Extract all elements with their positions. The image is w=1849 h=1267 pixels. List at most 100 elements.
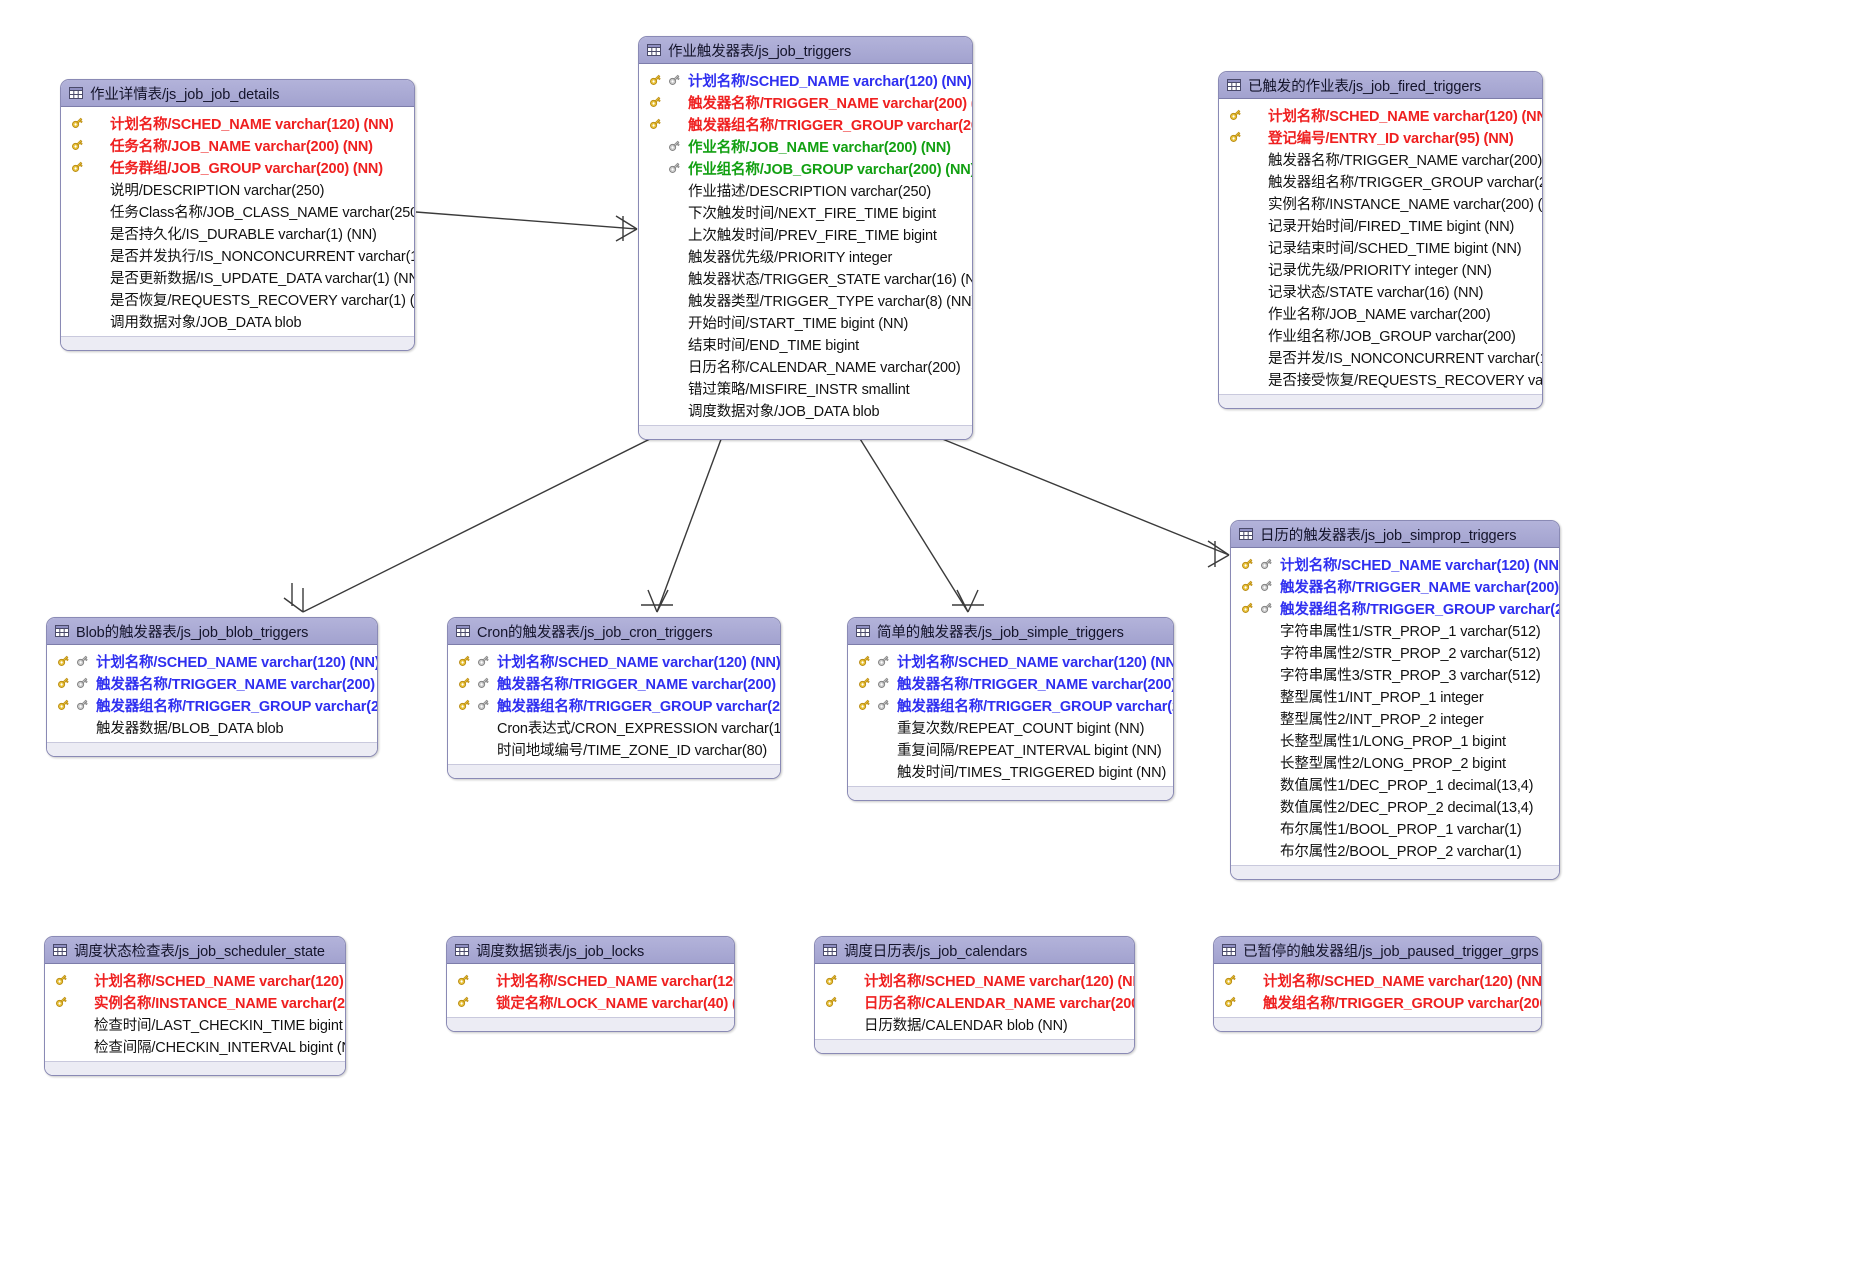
entity-header-blob_triggers[interactable]: Blob的触发器表/js_job_blob_triggers: [47, 618, 377, 645]
entity-header-cron_triggers[interactable]: Cron的触发器表/js_job_cron_triggers: [448, 618, 780, 645]
entity-js_job_calendars[interactable]: 调度日历表/js_job_calendars 计划名称/SCHED_NAME va…: [814, 936, 1135, 1054]
field-row[interactable]: 触发器名称/TRIGGER_NAME varchar(200) (NN): [47, 672, 377, 694]
field-row[interactable]: 计划名称/SCHED_NAME varchar(120) (NN): [1214, 969, 1541, 991]
field-row[interactable]: 计划名称/SCHED_NAME varchar(120) (NN): [639, 69, 972, 91]
field-row[interactable]: 是否接受恢复/REQUESTS_RECOVERY varchar(1): [1219, 368, 1542, 390]
field-row[interactable]: 作业组名称/JOB_GROUP varchar(200): [1219, 324, 1542, 346]
field-row[interactable]: 记录优先级/PRIORITY integer (NN): [1219, 258, 1542, 280]
field-row[interactable]: 触发器优先级/PRIORITY integer: [639, 245, 972, 267]
entity-header-locks[interactable]: 调度数据锁表/js_job_locks: [447, 937, 734, 964]
entity-js_job_locks[interactable]: 调度数据锁表/js_job_locks 计划名称/SCHED_NAME varch…: [446, 936, 735, 1032]
field-row[interactable]: Cron表达式/CRON_EXPRESSION varchar(120) (NN…: [448, 716, 780, 738]
field-row[interactable]: 记录开始时间/FIRED_TIME bigint (NN): [1219, 214, 1542, 236]
field-row[interactable]: 触发器名称/TRIGGER_NAME varchar(200) (NN): [1231, 575, 1559, 597]
field-row[interactable]: 触发器组名称/TRIGGER_GROUP varchar(200) (NN): [1231, 597, 1559, 619]
field-row[interactable]: 整型属性2/INT_PROP_2 integer: [1231, 707, 1559, 729]
entity-header-job_details[interactable]: 作业详情表/js_job_job_details: [61, 80, 414, 107]
field-row[interactable]: 调度数据对象/JOB_DATA blob: [639, 399, 972, 421]
field-row[interactable]: 任务名称/JOB_NAME varchar(200) (NN): [61, 134, 414, 156]
field-row[interactable]: 计划名称/SCHED_NAME varchar(120) (NN): [1219, 104, 1542, 126]
field-row[interactable]: 触发器名称/TRIGGER_NAME varchar(200) (NN): [639, 91, 972, 113]
field-row[interactable]: 检查时间/LAST_CHECKIN_TIME bigint (NN): [45, 1013, 345, 1035]
field-row[interactable]: 作业名称/JOB_NAME varchar(200) (NN): [639, 135, 972, 157]
entity-js_job_simprop_triggers[interactable]: 日历的触发器表/js_job_simprop_triggers 计划名称/SCHE…: [1230, 520, 1560, 880]
field-row[interactable]: 检查间隔/CHECKIN_INTERVAL bigint (NN): [45, 1035, 345, 1057]
field-row[interactable]: 布尔属性2/BOOL_PROP_2 varchar(1): [1231, 839, 1559, 861]
field-row[interactable]: 开始时间/START_TIME bigint (NN): [639, 311, 972, 333]
field-row[interactable]: 计划名称/SCHED_NAME varchar(120) (NN): [848, 650, 1173, 672]
field-row[interactable]: 触发器名称/TRIGGER_NAME varchar(200) (NN): [448, 672, 780, 694]
field-row[interactable]: 日历名称/CALENDAR_NAME varchar(200) (NN): [815, 991, 1134, 1013]
field-row[interactable]: 日历名称/CALENDAR_NAME varchar(200): [639, 355, 972, 377]
entity-header-paused_grps[interactable]: 已暂停的触发器组/js_job_paused_trigger_grps: [1214, 937, 1541, 964]
field-row[interactable]: 结束时间/END_TIME bigint: [639, 333, 972, 355]
field-row[interactable]: 触发器名称/TRIGGER_NAME varchar(200) (NN): [848, 672, 1173, 694]
field-row[interactable]: 作业描述/DESCRIPTION varchar(250): [639, 179, 972, 201]
field-row[interactable]: 是否持久化/IS_DURABLE varchar(1) (NN): [61, 222, 414, 244]
field-row[interactable]: 字符串属性2/STR_PROP_2 varchar(512): [1231, 641, 1559, 663]
field-row[interactable]: 是否更新数据/IS_UPDATE_DATA varchar(1) (NN): [61, 266, 414, 288]
field-row[interactable]: 计划名称/SCHED_NAME varchar(120) (NN): [815, 969, 1134, 991]
field-row[interactable]: 触发器数据/BLOB_DATA blob: [47, 716, 377, 738]
field-row[interactable]: 数值属性2/DEC_PROP_2 decimal(13,4): [1231, 795, 1559, 817]
field-row[interactable]: 调用数据对象/JOB_DATA blob: [61, 310, 414, 332]
field-row[interactable]: 触发组名称/TRIGGER_GROUP varchar(200) (NN): [1214, 991, 1541, 1013]
field-row[interactable]: 作业名称/JOB_NAME varchar(200): [1219, 302, 1542, 324]
field-row[interactable]: 计划名称/SCHED_NAME varchar(120) (NN): [1231, 553, 1559, 575]
field-row[interactable]: 任务群组/JOB_GROUP varchar(200) (NN): [61, 156, 414, 178]
field-row[interactable]: 长整型属性1/LONG_PROP_1 bigint: [1231, 729, 1559, 751]
field-row[interactable]: 计划名称/SCHED_NAME varchar(120) (NN): [448, 650, 780, 672]
entity-js_job_cron_triggers[interactable]: Cron的触发器表/js_job_cron_triggers 计划名称/SCHED…: [447, 617, 781, 779]
field-row[interactable]: 计划名称/SCHED_NAME varchar(120) (NN): [447, 969, 734, 991]
field-row[interactable]: 记录结束时间/SCHED_TIME bigint (NN): [1219, 236, 1542, 258]
field-row[interactable]: 时间地域编号/TIME_ZONE_ID varchar(80): [448, 738, 780, 760]
entity-header-job_triggers[interactable]: 作业触发器表/js_job_triggers: [639, 37, 972, 64]
field-row[interactable]: 登记编号/ENTRY_ID varchar(95) (NN): [1219, 126, 1542, 148]
field-row[interactable]: 说明/DESCRIPTION varchar(250): [61, 178, 414, 200]
field-row[interactable]: 计划名称/SCHED_NAME varchar(120) (NN): [47, 650, 377, 672]
field-row[interactable]: 是否并发/IS_NONCONCURRENT varchar(1): [1219, 346, 1542, 368]
entity-header-calendars[interactable]: 调度日历表/js_job_calendars: [815, 937, 1134, 964]
field-row[interactable]: 锁定名称/LOCK_NAME varchar(40) (NN): [447, 991, 734, 1013]
field-row[interactable]: 是否恢复/REQUESTS_RECOVERY varchar(1) (NN): [61, 288, 414, 310]
field-row[interactable]: 实例名称/INSTANCE_NAME varchar(200) (NN): [1219, 192, 1542, 214]
entity-header-scheduler_state[interactable]: 调度状态检查表/js_job_scheduler_state: [45, 937, 345, 964]
field-row[interactable]: 触发器组名称/TRIGGER_GROUP varchar(200) (NN): [47, 694, 377, 716]
entity-header-simple_triggers[interactable]: 简单的触发器表/js_job_simple_triggers: [848, 618, 1173, 645]
entity-js_job_paused_trigger_grps[interactable]: 已暂停的触发器组/js_job_paused_trigger_grps 计划名称/…: [1213, 936, 1542, 1032]
entity-header-simprop_triggers[interactable]: 日历的触发器表/js_job_simprop_triggers: [1231, 521, 1559, 548]
field-row[interactable]: 重复次数/REPEAT_COUNT bigint (NN): [848, 716, 1173, 738]
field-row[interactable]: 数值属性1/DEC_PROP_1 decimal(13,4): [1231, 773, 1559, 795]
field-row[interactable]: 字符串属性3/STR_PROP_3 varchar(512): [1231, 663, 1559, 685]
field-row[interactable]: 整型属性1/INT_PROP_1 integer: [1231, 685, 1559, 707]
field-row[interactable]: 上次触发时间/PREV_FIRE_TIME bigint: [639, 223, 972, 245]
field-row[interactable]: 触发时间/TIMES_TRIGGERED bigint (NN): [848, 760, 1173, 782]
field-row[interactable]: 任务Class名称/JOB_CLASS_NAME varchar(250) (N…: [61, 200, 414, 222]
field-row[interactable]: 计划名称/SCHED_NAME varchar(120) (NN): [61, 112, 414, 134]
entity-js_job_job_details[interactable]: 作业详情表/js_job_job_details 计划名称/SCHED_NAME …: [60, 79, 415, 351]
field-row[interactable]: 触发器状态/TRIGGER_STATE varchar(16) (NN): [639, 267, 972, 289]
field-row[interactable]: 触发器类型/TRIGGER_TYPE varchar(8) (NN): [639, 289, 972, 311]
field-row[interactable]: 实例名称/INSTANCE_NAME varchar(200) (NN): [45, 991, 345, 1013]
field-row[interactable]: 布尔属性1/BOOL_PROP_1 varchar(1): [1231, 817, 1559, 839]
field-row[interactable]: 记录状态/STATE varchar(16) (NN): [1219, 280, 1542, 302]
field-row[interactable]: 作业组名称/JOB_GROUP varchar(200) (NN): [639, 157, 972, 179]
field-row[interactable]: 长整型属性2/LONG_PROP_2 bigint: [1231, 751, 1559, 773]
field-row[interactable]: 计划名称/SCHED_NAME varchar(120) (NN): [45, 969, 345, 991]
field-row[interactable]: 重复间隔/REPEAT_INTERVAL bigint (NN): [848, 738, 1173, 760]
field-row[interactable]: 日历数据/CALENDAR blob (NN): [815, 1013, 1134, 1035]
field-row[interactable]: 是否并发执行/IS_NONCONCURRENT varchar(1) (NN): [61, 244, 414, 266]
field-row[interactable]: 触发器组名称/TRIGGER_GROUP varchar(200) (NN): [448, 694, 780, 716]
entity-js_job_blob_triggers[interactable]: Blob的触发器表/js_job_blob_triggers 计划名称/SCHED…: [46, 617, 378, 757]
entity-js_job_scheduler_state[interactable]: 调度状态检查表/js_job_scheduler_state 计划名称/SCHED…: [44, 936, 346, 1076]
field-row[interactable]: 触发器组名称/TRIGGER_GROUP varchar(200) (NN): [639, 113, 972, 135]
field-row[interactable]: 触发器组名称/TRIGGER_GROUP varchar(200) (NN): [1219, 170, 1542, 192]
entity-js_job_triggers[interactable]: 作业触发器表/js_job_triggers 计划名称/SCHED_NAME va…: [638, 36, 973, 440]
field-row[interactable]: 错过策略/MISFIRE_INSTR smallint: [639, 377, 972, 399]
entity-js_job_simple_triggers[interactable]: 简单的触发器表/js_job_simple_triggers 计划名称/SCHED…: [847, 617, 1174, 801]
entity-header-fired_triggers[interactable]: 已触发的作业表/js_job_fired_triggers: [1219, 72, 1542, 99]
field-row[interactable]: 触发器名称/TRIGGER_NAME varchar(200) (NN): [1219, 148, 1542, 170]
field-row[interactable]: 下次触发时间/NEXT_FIRE_TIME bigint: [639, 201, 972, 223]
field-row[interactable]: 字符串属性1/STR_PROP_1 varchar(512): [1231, 619, 1559, 641]
entity-js_job_fired_triggers[interactable]: 已触发的作业表/js_job_fired_triggers 计划名称/SCHED_…: [1218, 71, 1543, 409]
